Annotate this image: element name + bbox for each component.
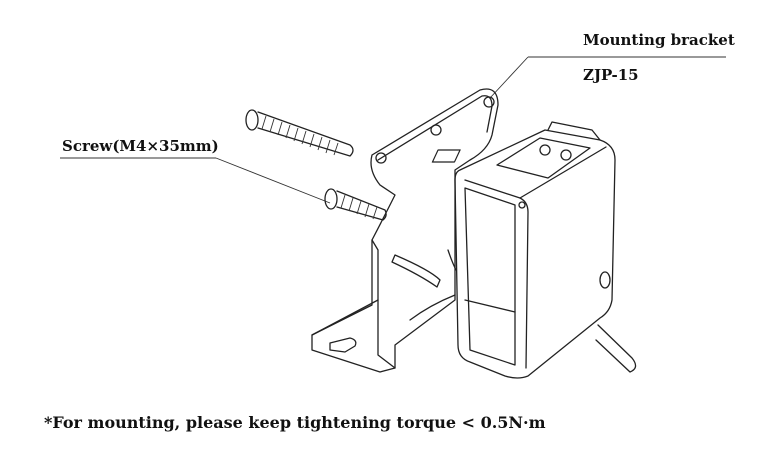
screw-top <box>245 109 354 157</box>
mounting-bracket <box>311 88 499 373</box>
bracket-leader-line <box>489 56 726 99</box>
bracket-label: Mounting bracket <box>583 31 735 49</box>
torque-footnote: *For mounting, please keep tightening to… <box>44 413 546 432</box>
screw-label: Screw(M4×35mm) <box>62 137 219 155</box>
screw-bottom <box>324 188 387 221</box>
bracket-model-label: ZJP-15 <box>583 66 639 84</box>
screw-leader-line <box>60 157 331 204</box>
photoelectric-sensor <box>431 121 637 379</box>
